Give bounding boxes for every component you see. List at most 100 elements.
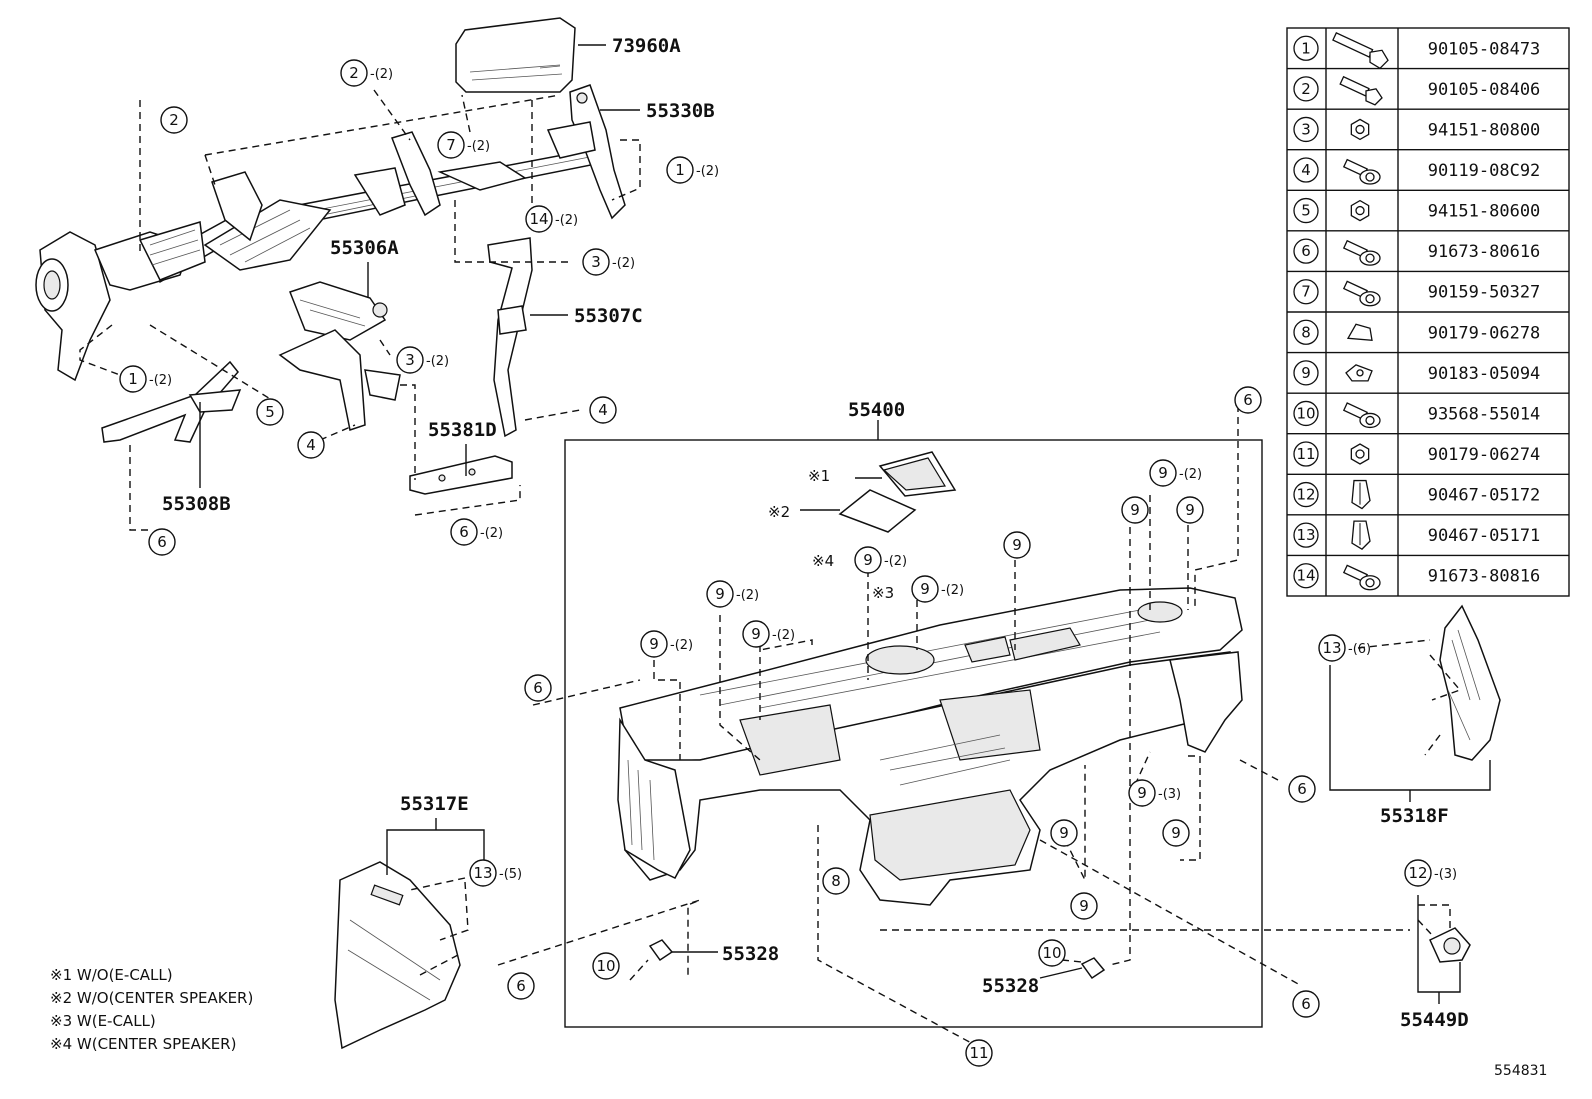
brace-55308B-drawing	[101, 360, 242, 443]
callout-quantity: -(2)	[696, 164, 719, 179]
callout-number: 9	[920, 580, 930, 598]
row-part-number: 90119-08C92	[1428, 161, 1541, 181]
notes: ※1 W/O(E-CALL) ※2 W/O(CENTER SPEAKER) ※3…	[50, 966, 253, 1053]
clip-55328-left-drawing	[648, 939, 674, 962]
callout-number: 9	[1079, 897, 1089, 915]
callout-circle	[119, 365, 147, 393]
callout-quantity: -(2)	[370, 67, 393, 82]
callout-number: 12	[1408, 864, 1427, 882]
part-label-55330B: 55330B	[646, 100, 715, 122]
callout-circle	[965, 1039, 993, 1067]
callout-c4: 1-(2)	[666, 156, 719, 184]
row-index: 7	[1301, 283, 1311, 301]
callout-number: 3	[405, 351, 415, 369]
callout-circle	[589, 396, 617, 424]
callout-c31: 13-(5)	[469, 859, 522, 887]
row-index-circle	[1293, 35, 1319, 61]
callout-circle	[525, 205, 553, 233]
callout-circle	[1050, 819, 1078, 847]
part-label-55308B: 55308B	[162, 493, 231, 515]
callout-circle	[742, 620, 770, 648]
row-part-number: 90467-05172	[1428, 486, 1541, 506]
callout-c38: 11	[965, 1039, 993, 1067]
callout-number: 13	[1322, 639, 1341, 657]
part-label-55449D: 55449D	[1400, 1009, 1469, 1031]
callout-circle	[148, 528, 176, 556]
callout-quantity: -(5)	[499, 867, 522, 882]
callout-c37: 6	[1292, 990, 1320, 1018]
row-index-circle	[1293, 279, 1319, 305]
callout-circle	[1288, 775, 1316, 803]
row-index: 11	[1296, 445, 1315, 463]
row-index-circle	[1293, 522, 1319, 548]
callout-quantity: -(2)	[772, 628, 795, 643]
callout-c26: 9-(3)	[1128, 779, 1181, 807]
condition-marks: ※1 ※2 ※4 ※3	[768, 467, 894, 602]
push-clip-icon	[1351, 520, 1371, 550]
callout-c12: 6	[148, 528, 176, 556]
callout-c23: 9-(2)	[640, 630, 693, 658]
row-index-circle	[1293, 360, 1319, 386]
row-index: 2	[1301, 80, 1311, 98]
callout-circle	[437, 131, 465, 159]
callout-c8: 5	[256, 398, 284, 426]
mark-1: ※1	[808, 467, 830, 485]
callout-number: 9	[1171, 824, 1181, 842]
callout-number: 6	[459, 523, 469, 541]
mark-4: ※4	[812, 552, 834, 570]
callout-number: 6	[157, 533, 167, 551]
row-index-circle	[1293, 157, 1319, 183]
row-index: 10	[1296, 404, 1315, 422]
callout-quantity: -(2)	[426, 354, 449, 369]
screw-icon	[1342, 402, 1381, 429]
callout-number: 6	[1297, 780, 1307, 798]
callout-c19: 9-(2)	[854, 546, 907, 574]
part-label-55328-right: 55328	[982, 975, 1039, 997]
callout-number: 9	[1059, 824, 1069, 842]
part-label-55400: 55400	[848, 399, 905, 421]
callout-circle	[1404, 859, 1432, 887]
callout-c7: 1-(2)	[119, 365, 172, 393]
callout-c18: 9	[1003, 531, 1031, 559]
callout-number: 6	[516, 977, 526, 995]
note-1: ※1 W/O(E-CALL)	[50, 966, 173, 984]
row-part-number: 91673-80816	[1428, 567, 1541, 587]
callout-c35: 10	[1038, 939, 1066, 967]
callout-c27: 9	[1050, 819, 1078, 847]
callout-circle	[640, 630, 668, 658]
part-label-55306A: 55306A	[330, 237, 399, 259]
callout-number: 9	[751, 625, 761, 643]
row-part-number: 90183-05094	[1428, 364, 1541, 384]
row-index-circle	[1293, 319, 1319, 345]
callout-number: 9	[1012, 536, 1022, 554]
callout-circle	[1318, 634, 1346, 662]
callout-circle	[1070, 892, 1098, 920]
clip-nut-icon	[1346, 323, 1373, 342]
callout-quantity: -(2)	[941, 583, 964, 598]
callout-quantity: -(2)	[149, 373, 172, 388]
callout-number: 9	[1158, 464, 1168, 482]
part-label-55381D: 55381D	[428, 419, 497, 441]
callout-number: 2	[349, 64, 359, 82]
callout-circle	[1121, 496, 1149, 524]
row-index: 8	[1301, 323, 1311, 341]
callout-number: 9	[863, 551, 873, 569]
screw-icon	[1342, 280, 1381, 307]
callout-c30: 9	[1070, 892, 1098, 920]
push-clip-icon	[1351, 479, 1371, 510]
callout-number: 10	[596, 957, 615, 975]
callout-c34: 10	[592, 952, 620, 980]
brace-55307C-drawing	[487, 237, 533, 438]
callout-c16: 9	[1121, 496, 1149, 524]
callout-number: 7	[446, 136, 456, 154]
part-labels: 73960A 55330B 55306A 55307C 55381D 55308…	[162, 35, 1469, 1031]
steering-support-beam-drawing	[35, 84, 626, 382]
callout-circle	[706, 580, 734, 608]
